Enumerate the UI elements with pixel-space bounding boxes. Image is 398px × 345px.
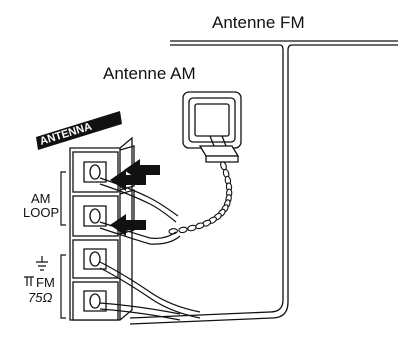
am-loop-label-line2: LOOP bbox=[23, 205, 59, 220]
terminal-am-1 bbox=[72, 151, 119, 193]
antenna-symbol-icon bbox=[24, 276, 34, 286]
lead-bead bbox=[187, 224, 197, 232]
arrow-icon bbox=[110, 169, 146, 191]
fm-antenna-wire bbox=[129, 40, 398, 325]
arrow-icon bbox=[110, 214, 146, 236]
ground-symbol-icon bbox=[36, 256, 48, 271]
antenna-badge: ANTENNA bbox=[36, 111, 122, 150]
terminal-am-2 bbox=[72, 195, 119, 237]
antenna-am-label: Antenne AM bbox=[103, 64, 196, 83]
am-loop-label-line1: AM bbox=[31, 191, 51, 206]
am-wire-ends bbox=[99, 177, 181, 245]
fm-label-line1: FM bbox=[36, 275, 55, 290]
antenna-fm-label: Antenne FM bbox=[212, 13, 305, 32]
side-brackets bbox=[60, 171, 66, 319]
fm-wire-ends bbox=[99, 261, 201, 321]
insertion-arrows bbox=[110, 159, 160, 236]
antenna-panel-title: ANTENNA bbox=[38, 121, 93, 148]
terminal-fm-1 bbox=[72, 239, 119, 279]
fm-label-line2: 75Ω bbox=[28, 290, 52, 305]
am-loop-antenna bbox=[182, 91, 242, 163]
am-antenna-lead bbox=[168, 161, 233, 235]
terminal-fm-2 bbox=[72, 281, 119, 321]
lead-bead bbox=[178, 226, 188, 234]
